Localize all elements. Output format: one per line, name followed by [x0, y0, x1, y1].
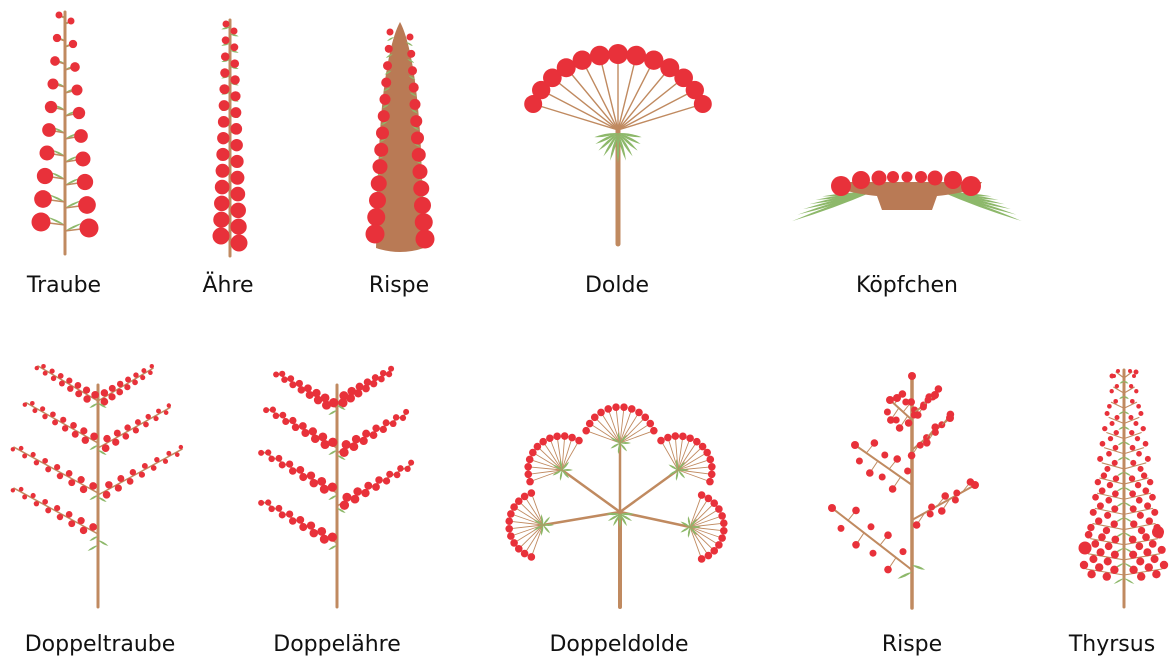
doppeltraube-illustration [11, 364, 183, 607]
label-traube: Traube [27, 273, 101, 298]
label-aehre: Ähre [202, 273, 253, 298]
label-doppeltraube: Doppeltraube [25, 632, 176, 657]
doppelaehre-illustration [258, 366, 414, 607]
rispe-top-illustration [366, 22, 435, 252]
label-dolde: Dolde [585, 273, 649, 298]
rispe-bottom-illustration [828, 372, 979, 608]
label-rispe-bottom: Rispe [882, 632, 942, 657]
label-thyrsus: Thyrsus [1069, 632, 1155, 657]
traube-illustration [32, 12, 99, 255]
label-doppeldolde: Doppeldolde [549, 632, 688, 657]
dolde-illustration [524, 44, 712, 244]
label-doppelaehre: Doppelähre [273, 632, 401, 657]
thyrsus-illustration [1079, 369, 1169, 607]
label-rispe-top: Rispe [369, 273, 429, 298]
koepfchen-illustration [792, 171, 1022, 222]
doppeldolde-illustration [505, 403, 727, 607]
label-koepfchen: Köpfchen [856, 273, 958, 298]
aehre-illustration [213, 20, 248, 256]
